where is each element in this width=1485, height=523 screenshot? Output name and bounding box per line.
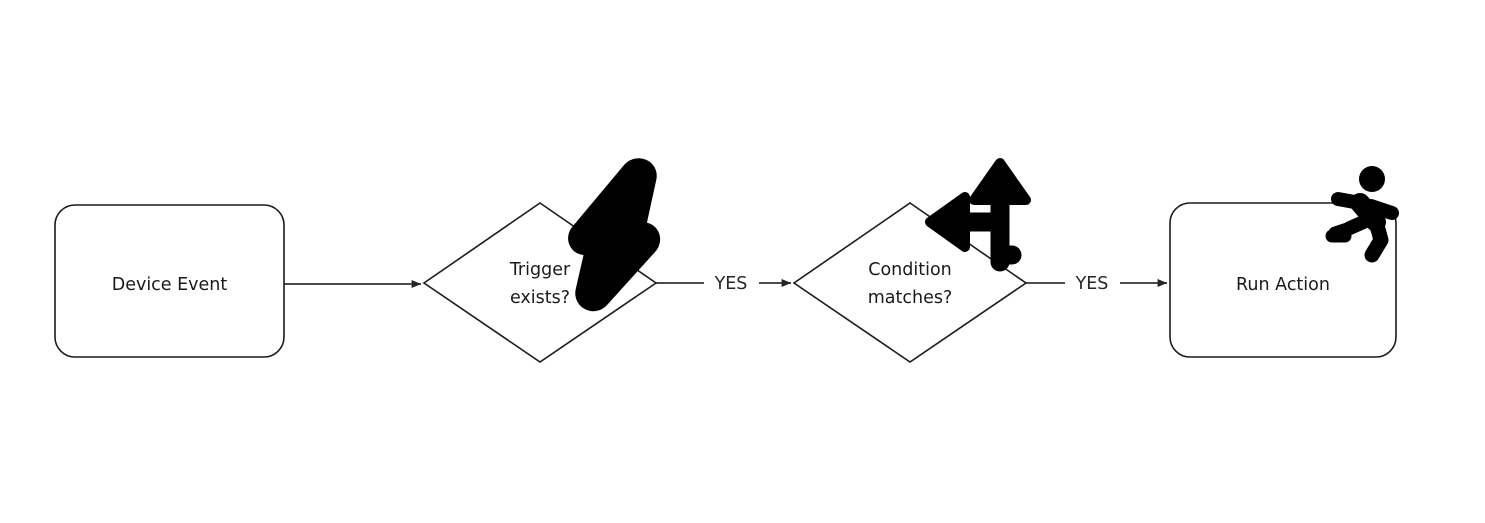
- trigger-exists-label-line1: Trigger: [509, 260, 571, 280]
- condition-matches-shape[interactable]: [792, 202, 1028, 363]
- edge-condition-to-action: YES: [1026, 274, 1168, 294]
- device-event-shape[interactable]: [54, 204, 285, 358]
- condition-matches-label-line2: matches?: [868, 288, 953, 308]
- running-person-icon: [1325, 166, 1399, 263]
- trigger-exists-label-line2: exists?: [510, 288, 570, 308]
- branch-arrow-icon: [925, 158, 1031, 272]
- run-action-label: Run Action: [1236, 275, 1330, 295]
- node-condition-matches[interactable]: Condition matches?: [792, 202, 1028, 363]
- node-device-event[interactable]: Device Event: [54, 204, 285, 358]
- node-trigger-exists[interactable]: Trigger exists?: [422, 202, 658, 363]
- edge-trigger-to-condition: YES: [656, 274, 792, 294]
- condition-matches-label-line1: Condition: [868, 260, 952, 280]
- device-event-label: Device Event: [112, 275, 228, 295]
- lightning-bolt-icon: [568, 158, 661, 312]
- edge-label-yes-2: YES: [1075, 274, 1109, 294]
- edge-label-yes-1: YES: [714, 274, 748, 294]
